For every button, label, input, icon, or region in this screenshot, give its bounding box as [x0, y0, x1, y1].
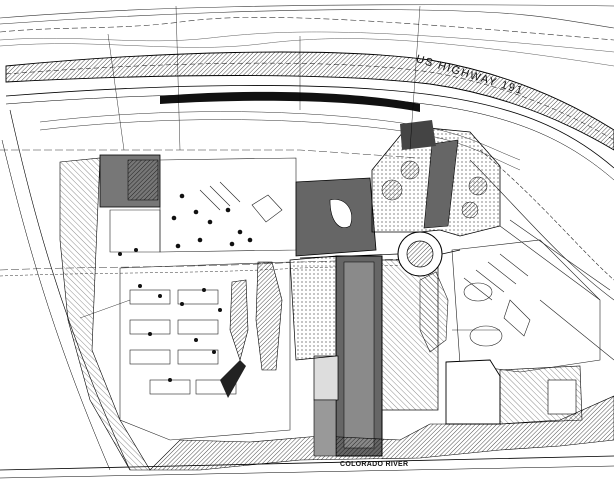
entry-landscape — [371, 120, 501, 237]
east-road-lines — [469, 149, 614, 361]
riverbank — [0, 395, 614, 479]
main-building — [289, 255, 439, 457]
leader-lines — [79, 5, 500, 331]
east-parking-area — [419, 239, 601, 373]
east-building — [445, 359, 583, 425]
top-contour-lines — [0, 4, 614, 67]
landscape-islands — [220, 261, 283, 398]
roundabout — [299, 231, 461, 277]
river-label: COLORADO RIVER — [340, 461, 409, 468]
highway-band — [5, 51, 614, 181]
tree-symbols — [118, 193, 253, 382]
